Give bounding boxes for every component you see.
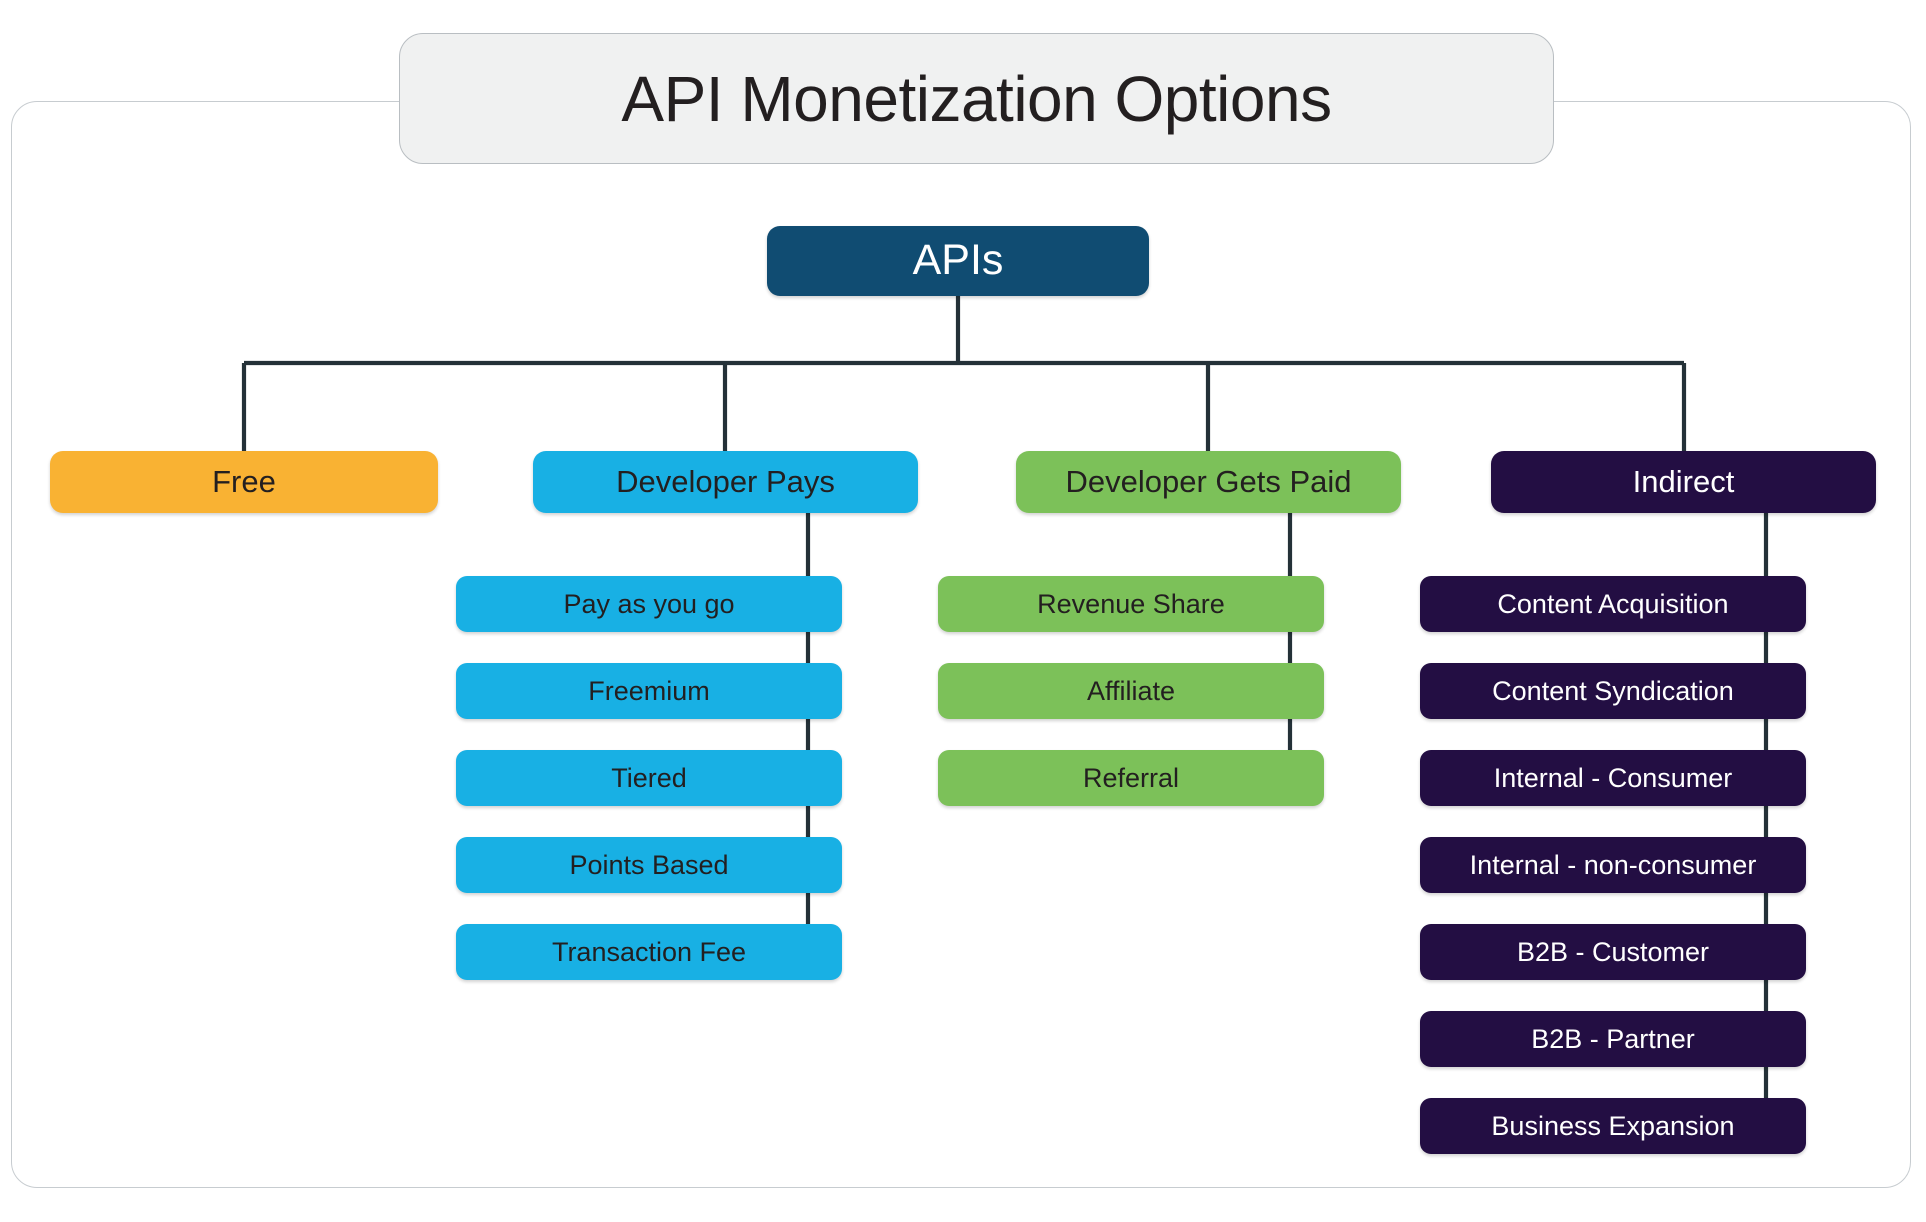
node-revenue-share-label: Revenue Share	[1037, 588, 1225, 619]
node-content-acquisition[interactable]: Content Acquisition	[1420, 576, 1806, 632]
node-business-expansion[interactable]: Business Expansion	[1420, 1098, 1806, 1154]
node-freemium-label: Freemium	[588, 675, 710, 706]
node-pay-as-you-go-label: Pay as you go	[563, 588, 735, 619]
node-internal-consumer[interactable]: Internal - Consumer	[1420, 750, 1806, 806]
node-b2b-customer-label: B2B - Customer	[1516, 936, 1710, 967]
node-revenue-share[interactable]: Revenue Share	[938, 576, 1324, 632]
node-developer-pays[interactable]: Developer Pays	[533, 451, 918, 513]
node-developer-gets-paid-label: Developer Gets Paid	[1065, 463, 1352, 499]
node-transaction-fee[interactable]: Transaction Fee	[456, 924, 842, 980]
node-b2b-partner[interactable]: B2B - Partner	[1420, 1011, 1806, 1067]
node-pay-as-you-go[interactable]: Pay as you go	[456, 576, 842, 632]
node-referral-label: Referral	[1082, 762, 1180, 793]
node-indirect[interactable]: Indirect	[1491, 451, 1876, 513]
node-content-acquisition-label: Content Acquisition	[1497, 588, 1729, 619]
node-free-label: Free	[212, 463, 276, 499]
node-b2b-customer[interactable]: B2B - Customer	[1420, 924, 1806, 980]
node-freemium[interactable]: Freemium	[456, 663, 842, 719]
diagram-title-chip: API Monetization Options	[399, 33, 1554, 164]
node-apis-label: APIs	[912, 236, 1004, 285]
node-affiliate-label: Affiliate	[1086, 675, 1176, 706]
node-tiered-label: Tiered	[611, 762, 687, 793]
node-internal-consumer-label: Internal - Consumer	[1493, 762, 1733, 793]
node-developer-gets-paid[interactable]: Developer Gets Paid	[1016, 451, 1401, 513]
node-free[interactable]: Free	[50, 451, 438, 513]
node-content-syndication[interactable]: Content Syndication	[1420, 663, 1806, 719]
node-points-based-label: Points Based	[569, 849, 729, 880]
page-title: API Monetization Options	[621, 62, 1332, 135]
node-apis[interactable]: APIs	[767, 226, 1149, 296]
node-affiliate[interactable]: Affiliate	[938, 663, 1324, 719]
node-developer-pays-label: Developer Pays	[616, 463, 835, 499]
node-transaction-fee-label: Transaction Fee	[551, 936, 747, 967]
node-referral[interactable]: Referral	[938, 750, 1324, 806]
node-internal-non-consumer[interactable]: Internal - non-consumer	[1420, 837, 1806, 893]
node-points-based[interactable]: Points Based	[456, 837, 842, 893]
node-b2b-partner-label: B2B - Partner	[1531, 1023, 1695, 1054]
node-tiered[interactable]: Tiered	[456, 750, 842, 806]
node-business-expansion-label: Business Expansion	[1491, 1110, 1735, 1141]
node-indirect-label: Indirect	[1632, 463, 1735, 499]
node-content-syndication-label: Content Syndication	[1492, 675, 1734, 706]
node-internal-non-consumer-label: Internal - non-consumer	[1469, 849, 1757, 880]
